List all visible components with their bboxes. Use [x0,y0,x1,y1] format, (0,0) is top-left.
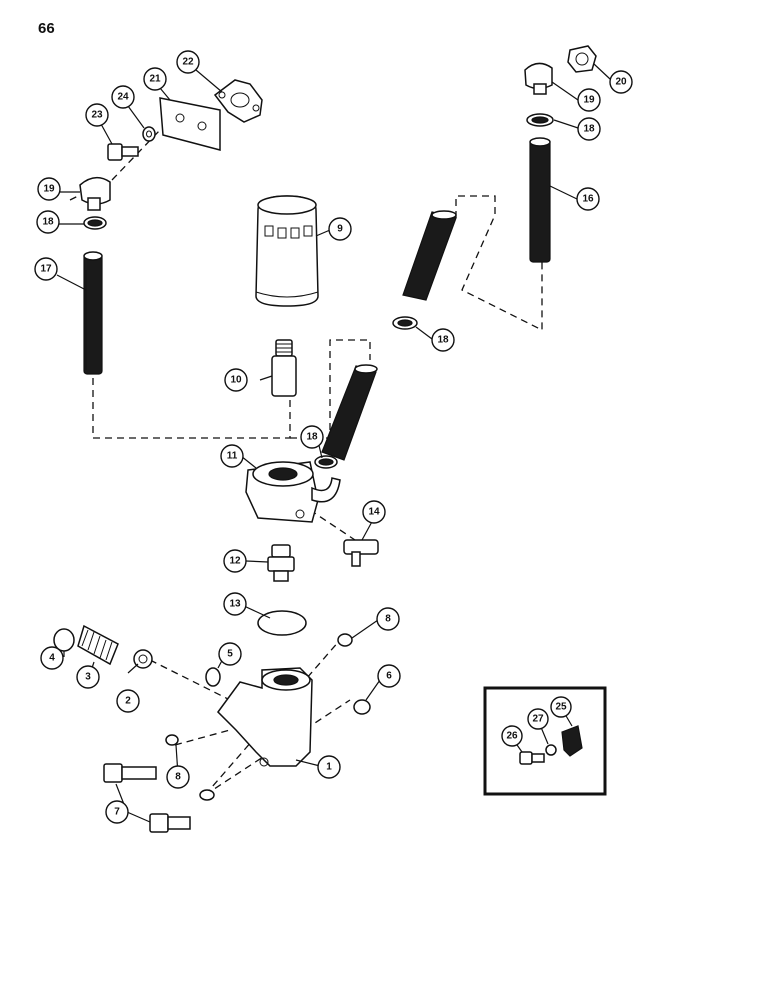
svg-text:3: 3 [85,672,91,683]
clip-25 [561,725,583,757]
gasket-22 [213,79,263,123]
callout-18-left: 18 [36,210,60,234]
spring-3 [77,624,119,666]
fitting-14 [343,539,379,567]
callout-1: 1 [317,755,341,779]
washer-27 [545,744,557,756]
svg-text:10: 10 [230,375,242,386]
svg-text:16: 16 [582,194,594,205]
o-ring-8-lower [165,734,215,801]
hose-17 [83,251,103,375]
svg-text:18: 18 [583,124,595,135]
o-ring-13 [257,610,307,636]
svg-text:27: 27 [532,714,544,725]
svg-text:18: 18 [437,335,449,346]
o-ring-6 [353,699,371,715]
adapter-10 [271,339,297,397]
fitting-20 [567,45,597,73]
clamp-18-lower [314,455,338,469]
callout-2: 2 [116,689,140,713]
callout-16: 16 [576,187,600,211]
washer-24 [142,126,156,142]
svg-text:6: 6 [386,671,392,682]
leader-lines [56,63,611,823]
svg-text:5: 5 [227,649,233,660]
callout-18-upper-right: 18 [577,117,601,141]
svg-text:18: 18 [306,432,318,443]
callout-18-middle: 18 [431,328,455,352]
plug-2 [133,649,153,669]
clamp-18-left [83,216,107,230]
svg-text:24: 24 [117,92,129,103]
callout-9: 9 [328,217,352,241]
callout-4: 4 [40,646,64,670]
svg-text:19: 19 [583,95,595,106]
callout-8-lower: 8 [166,765,190,789]
svg-text:14: 14 [368,507,380,518]
svg-text:8: 8 [175,772,181,783]
svg-text:1: 1 [326,762,332,773]
svg-text:20: 20 [615,77,627,88]
callout-25: 25 [550,696,572,718]
callout-24: 24 [111,85,135,109]
svg-text:19: 19 [43,184,55,195]
svg-text:12: 12 [229,556,241,567]
svg-text:22: 22 [182,57,194,68]
elbow-19-left [79,176,111,211]
hose-lower [321,364,378,461]
nipple-12 [267,544,295,582]
callout-19-right: 19 [577,88,601,112]
hose-middle [402,210,457,301]
o-ring-8-upper [337,633,353,647]
svg-text:11: 11 [227,451,238,462]
callout-23: 23 [85,103,109,127]
callout-3: 3 [76,665,100,689]
sleeve-5 [205,667,221,687]
svg-text:13: 13 [229,599,241,610]
filter-base-1 [217,667,313,767]
hose-16 [529,137,551,263]
callout-13: 13 [223,592,247,616]
oil-cooler-11 [245,461,341,523]
elbow-19-right [524,62,553,95]
bolt-23 [107,143,139,161]
svg-text:4: 4 [49,653,55,664]
oil-filter-9 [255,195,319,307]
callout-11: 11 [220,444,244,468]
callout-7: 7 [105,800,129,824]
bolts-7 [103,763,191,833]
callout-14: 14 [362,500,386,524]
callout-27: 27 [527,708,549,730]
callout-10: 10 [224,368,248,392]
callout-22: 22 [176,50,200,74]
callout-26: 26 [501,725,523,747]
callout-6: 6 [377,664,401,688]
svg-text:23: 23 [91,110,103,121]
svg-text:21: 21 [149,74,161,85]
callout-8-upper: 8 [376,607,400,631]
clamp-18-middle [392,316,418,330]
plate-21 [159,97,221,151]
svg-text:26: 26 [506,731,518,742]
clamp-18-upper-right [526,113,554,127]
callout-18-lower: 18 [300,425,324,449]
callout-21: 21 [143,67,167,91]
callout-12: 12 [223,549,247,573]
svg-text:18: 18 [42,217,54,228]
callout-19-left: 19 [37,177,61,201]
svg-text:2: 2 [125,696,131,707]
bolt-26 [519,751,545,765]
callout-20: 20 [609,70,633,94]
callout-17: 17 [34,257,58,281]
svg-text:7: 7 [114,807,120,818]
svg-text:17: 17 [40,264,52,275]
svg-text:9: 9 [337,224,343,235]
svg-text:8: 8 [385,614,391,625]
svg-text:25: 25 [555,702,567,713]
callout-5: 5 [218,642,242,666]
page-number: 66 [38,20,55,37]
